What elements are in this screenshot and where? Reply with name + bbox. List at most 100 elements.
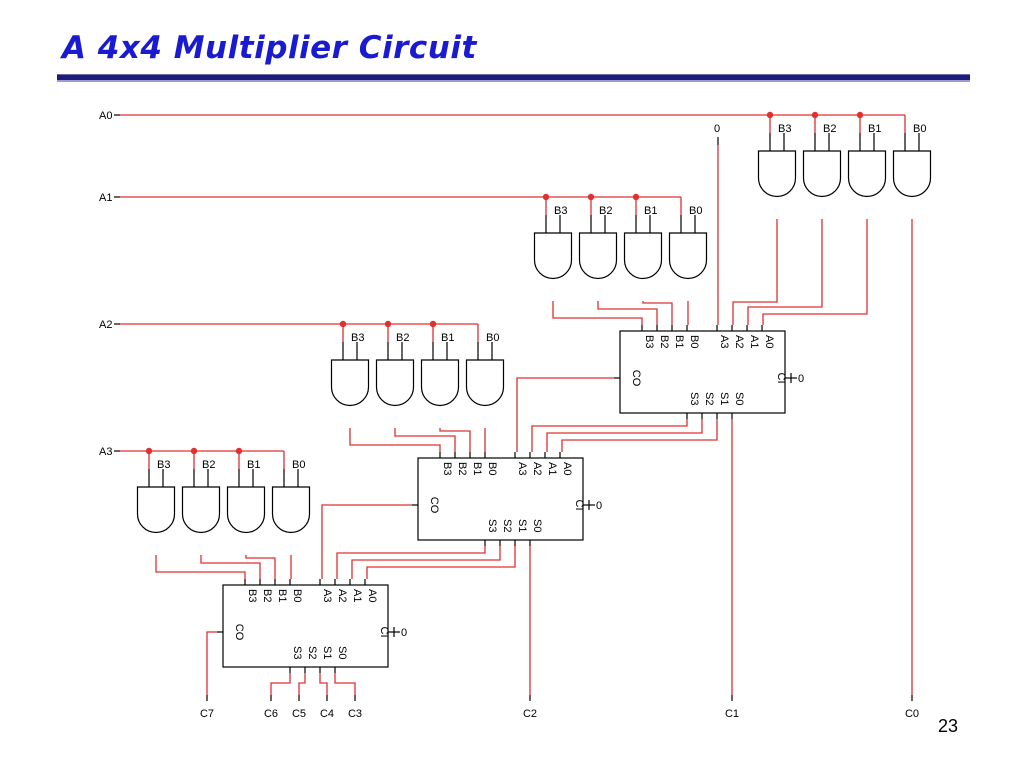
adder-port-label: A3 xyxy=(718,335,730,348)
and-gate xyxy=(757,150,797,198)
junction-dot xyxy=(145,447,153,455)
output-wire xyxy=(298,673,306,695)
title-rule xyxy=(57,74,970,84)
and-gate xyxy=(802,150,842,198)
carry-in-label: CI xyxy=(573,500,585,511)
and-gate xyxy=(226,486,266,534)
adder-port-label: S3 xyxy=(486,519,498,532)
wire xyxy=(200,555,261,579)
junction-dot xyxy=(587,193,595,201)
and-gate xyxy=(623,232,663,280)
wire xyxy=(351,546,501,579)
junction-dot xyxy=(632,193,640,201)
adder-port-label: S1 xyxy=(718,392,730,405)
output-label-c0: C0 xyxy=(905,708,919,720)
adder-port-label: B0 xyxy=(291,589,303,602)
adder-port-label: B3 xyxy=(246,589,258,602)
wire xyxy=(546,419,703,452)
wire xyxy=(552,301,643,325)
gate-label-b0: B0 xyxy=(913,123,926,135)
output-label-c7: C7 xyxy=(200,708,214,720)
adder-port-label: S2 xyxy=(501,519,513,532)
output-wire xyxy=(270,673,291,695)
wire xyxy=(516,377,614,452)
wire xyxy=(531,419,688,452)
carry-in-value: 0 xyxy=(798,373,804,385)
page-number: 23 xyxy=(938,716,959,736)
gate-label-b2: B2 xyxy=(396,332,409,344)
gate-label-b3: B3 xyxy=(554,205,567,217)
adder-port-label: A3 xyxy=(516,462,528,475)
wire xyxy=(155,555,246,579)
adder-port-label: B2 xyxy=(456,462,468,475)
gate-label-b0: B0 xyxy=(292,459,305,471)
junction-dot xyxy=(235,447,243,455)
gate-label-b1: B1 xyxy=(868,123,881,135)
junction-dot xyxy=(339,320,347,328)
adder-port-label: S1 xyxy=(321,646,333,659)
carry-in-label: CI xyxy=(378,627,390,638)
gate-label-b1: B1 xyxy=(441,332,454,344)
carry-in-value: 0 xyxy=(596,500,602,512)
adder-port-label: B1 xyxy=(471,462,483,475)
wire xyxy=(439,428,471,452)
wire xyxy=(762,219,868,325)
junction-dot xyxy=(542,193,550,201)
adder-port-label: S0 xyxy=(531,519,543,532)
gate-label-b0: B0 xyxy=(689,205,702,217)
wire xyxy=(597,301,658,325)
output-wire xyxy=(319,673,328,695)
adder-port-label: A1 xyxy=(351,589,363,602)
constant-zero-label: 0 xyxy=(714,123,720,135)
carry-out-label: CO xyxy=(428,497,440,514)
gate-label-b0: B0 xyxy=(486,332,499,344)
wire xyxy=(321,504,412,579)
adder-port-label: B3 xyxy=(643,335,655,348)
adder-block xyxy=(619,330,786,414)
wire xyxy=(561,419,718,452)
output-wire xyxy=(206,631,217,695)
adder-port-label: A2 xyxy=(336,589,348,602)
adder-port-label: B0 xyxy=(688,335,700,348)
adder-port-label: B1 xyxy=(673,335,685,348)
adder-port-label: B2 xyxy=(658,335,670,348)
junction-dot xyxy=(766,111,774,119)
adder-port-label: A1 xyxy=(546,462,558,475)
gate-label-b3: B3 xyxy=(778,123,791,135)
and-gate xyxy=(668,232,708,280)
adder-port-label: A0 xyxy=(561,462,573,475)
adder-port-label: A0 xyxy=(763,335,775,348)
slide-title: A 4x4 Multiplier Circuit xyxy=(62,30,477,66)
adder-port-label: B2 xyxy=(261,589,273,602)
junction-dot xyxy=(190,447,198,455)
adder-port-label: S2 xyxy=(306,646,318,659)
and-gate xyxy=(420,359,460,407)
gate-label-b3: B3 xyxy=(157,459,170,471)
adder-port-label: S0 xyxy=(336,646,348,659)
adder-port-label: S3 xyxy=(688,392,700,405)
input-label-a3: A3 xyxy=(99,446,112,458)
adder-port-label: S3 xyxy=(291,646,303,659)
adder-port-label: A2 xyxy=(531,462,543,475)
junction-dot xyxy=(856,111,864,119)
output-wire xyxy=(334,673,356,695)
and-gate xyxy=(578,232,618,280)
adder-port-label: S2 xyxy=(703,392,715,405)
wire xyxy=(747,219,823,325)
gate-label-b2: B2 xyxy=(202,459,215,471)
output-label-c3: C3 xyxy=(348,708,362,720)
adder-port-label: S0 xyxy=(733,392,745,405)
wire xyxy=(366,546,516,579)
gate-label-b2: B2 xyxy=(599,205,612,217)
junction-dot xyxy=(429,320,437,328)
adder-port-label: B0 xyxy=(486,462,498,475)
gate-label-b1: B1 xyxy=(247,459,260,471)
output-label-c2: C2 xyxy=(523,708,537,720)
carry-out-label: CO xyxy=(630,370,642,387)
wire xyxy=(349,428,441,452)
carry-out-label: CO xyxy=(233,624,245,641)
adder-port-label: B1 xyxy=(276,589,288,602)
and-gate xyxy=(847,150,887,198)
output-label-c5: C5 xyxy=(292,708,306,720)
